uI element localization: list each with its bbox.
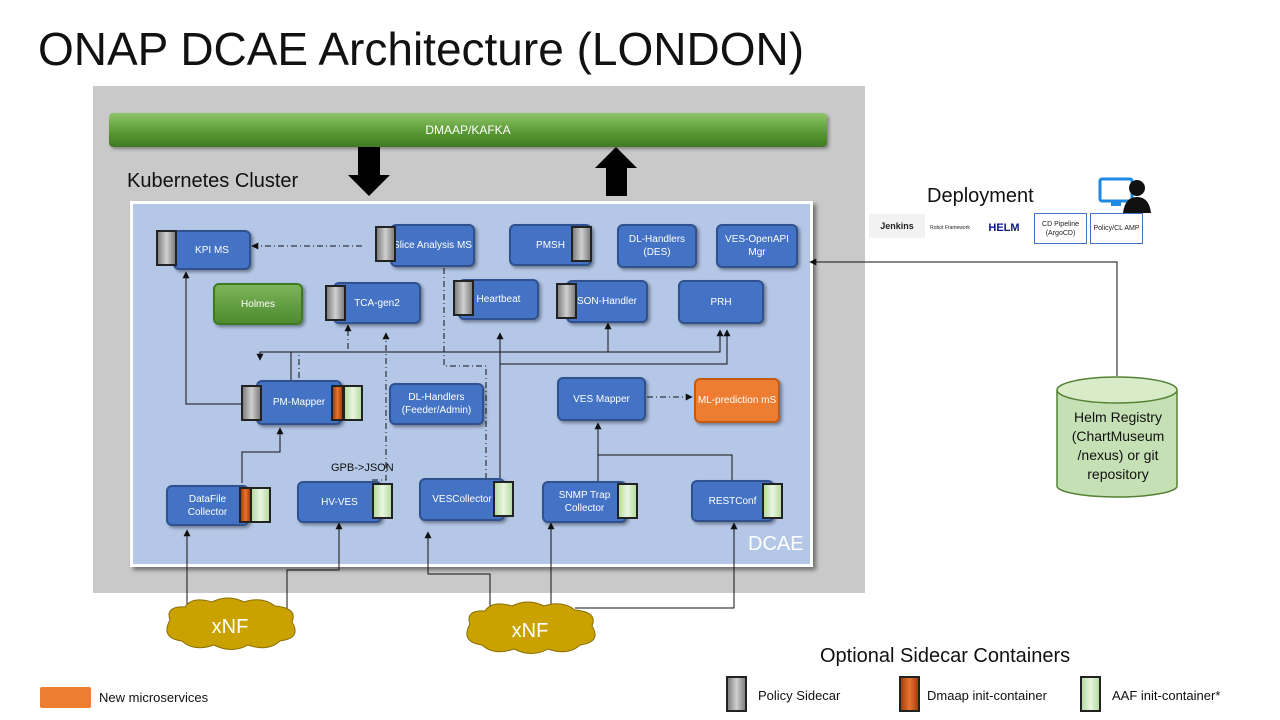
- xnf-right-label: xNF: [511, 620, 549, 642]
- dcae-label: DCAE: [748, 533, 804, 555]
- dl-handlers-des-label: DL-Handlers (DES): [628, 234, 686, 258]
- restconf-box[interactable]: RESTConf: [691, 480, 774, 522]
- restconf-label: RESTConf: [708, 495, 757, 507]
- legend-policy-swatch: [726, 676, 747, 712]
- helm-logo: HELM: [980, 214, 1028, 242]
- hv-ves-box[interactable]: HV-VES: [297, 481, 382, 523]
- holmes-label: Holmes: [241, 298, 275, 310]
- kafka-up-arrow: [595, 147, 637, 196]
- robot-framework-logo: Robot Framework: [930, 214, 970, 242]
- jenkins-label: Jenkins: [880, 220, 914, 231]
- holmes-box[interactable]: Holmes: [213, 283, 303, 325]
- cd-pipeline-label: CD Pipeline (ArgoCD): [1042, 220, 1079, 237]
- policy-sidecar-pm-mapper: [241, 385, 262, 421]
- policy-sidecar-pmsh: [571, 226, 592, 262]
- legend-dmaap-swatch: [899, 676, 920, 712]
- ves-openapi-label: VES-OpenAPI Mgr: [725, 234, 789, 258]
- xnf-left[interactable]: xNF: [165, 605, 295, 650]
- slice-analysis-label: Slice Analysis MS: [393, 240, 472, 251]
- dl-handlers-feeder-label: DL-Handlers (Feeder/Admin): [401, 392, 472, 416]
- son-handler-box[interactable]: SON-Handler: [566, 280, 648, 323]
- legend-policy-label: Policy Sidecar: [758, 688, 841, 703]
- kubernetes-cluster-label: Kubernetes Cluster: [127, 170, 299, 192]
- helm-label: HELM: [988, 221, 1020, 234]
- kafka-down-arrow: [348, 147, 390, 196]
- tca-gen2-box[interactable]: TCA-gen2: [333, 282, 421, 324]
- aaf-init-datafile: [250, 487, 271, 523]
- dl-handlers-feeder-box[interactable]: DL-Handlers (Feeder/Admin): [389, 383, 484, 425]
- prh-box[interactable]: PRH: [678, 280, 764, 324]
- legend-aaf-label: AAF init-container*: [1112, 688, 1221, 703]
- page-title: ONAP DCAE Architecture (LONDON): [38, 23, 805, 75]
- helm-registry-label: Helm Registry (ChartMuseum /nexus) or gi…: [1071, 409, 1165, 482]
- pmsh-label: PMSH: [536, 239, 565, 251]
- policy-sidecar-slice: [375, 226, 396, 262]
- legend-aaf-swatch: [1080, 676, 1101, 712]
- ves-openapi-box[interactable]: VES-OpenAPI Mgr: [716, 224, 798, 268]
- helm-registry-cylinder: [1056, 376, 1178, 498]
- policy-sidecar-kpi: [156, 230, 177, 266]
- ves-mapper-label: VES Mapper: [573, 393, 630, 405]
- ml-prediction-label: ML-prediction mS: [697, 395, 777, 406]
- aaf-init-ves-collector: [493, 481, 514, 517]
- kpi-ms-label: KPI MS: [195, 244, 229, 256]
- hv-ves-label: HV-VES: [321, 496, 358, 508]
- pm-mapper-label: PM-Mapper: [272, 397, 326, 408]
- policy-amp-label: Policy/CL AMP: [1093, 225, 1140, 232]
- snmp-trap-box[interactable]: SNMP Trap Collector: [542, 481, 627, 523]
- gpb-json-label: GPB->JSON: [331, 462, 394, 474]
- ves-mapper-box[interactable]: VES Mapper: [557, 377, 646, 421]
- xnf-cloud-left-shape: [166, 597, 296, 650]
- user-computer-icon: [1098, 177, 1151, 213]
- dmaap-kafka-label: DMAAP/KAFKA: [425, 123, 511, 137]
- ml-prediction-box[interactable]: ML-prediction mS: [694, 378, 780, 423]
- aaf-init-restconf: [762, 483, 783, 519]
- cd-pipeline-box: CD Pipeline (ArgoCD): [1034, 213, 1087, 244]
- xnf-right[interactable]: xNF: [465, 609, 595, 654]
- heartbeat-label: Heartbeat: [476, 294, 521, 305]
- jenkins-logo: Jenkins: [869, 214, 925, 238]
- deployment-label: Deployment: [927, 185, 1034, 207]
- xnf-left-label: xNF: [211, 616, 249, 638]
- snmp-trap-label: SNMP Trap Collector: [558, 490, 611, 514]
- aaf-init-snmp: [617, 483, 638, 519]
- aaf-init-hv-ves: [372, 483, 393, 519]
- dl-handlers-des-box[interactable]: DL-Handlers (DES): [617, 224, 697, 268]
- ves-collector-box[interactable]: VESCollector: [419, 478, 505, 521]
- kpi-ms-box[interactable]: KPI MS: [173, 230, 251, 270]
- xnf-cloud-right-shape: [466, 601, 596, 654]
- ves-collector-label: VESCollector: [432, 494, 492, 505]
- son-handler-label: SON-Handler: [576, 296, 638, 307]
- datafile-collector-label: DataFile Collector: [187, 493, 228, 518]
- pm-mapper-box[interactable]: PM-Mapper: [256, 380, 342, 425]
- policy-sidecar-son: [556, 283, 577, 319]
- tca-gen2-label: TCA-gen2: [354, 297, 400, 309]
- robot-framework-label: Robot Framework: [930, 224, 970, 231]
- prh-label: PRH: [710, 296, 732, 308]
- policy-sidecar-heartbeat: [453, 280, 474, 316]
- aaf-init-pm-mapper: [343, 385, 363, 421]
- dmaap-kafka-bus[interactable]: DMAAP/KAFKA: [109, 113, 827, 147]
- new-ms-swatch: [40, 687, 91, 708]
- datafile-collector-box[interactable]: DataFile Collector: [166, 485, 249, 526]
- optional-sidecar-title: Optional Sidecar Containers: [820, 645, 1071, 667]
- new-ms-legend-label: New microservices: [99, 690, 209, 705]
- policy-amp-box: Policy/CL AMP: [1090, 213, 1143, 244]
- legend-dmaap-label: Dmaap init-container: [927, 688, 1047, 703]
- slice-analysis-box[interactable]: Slice Analysis MS: [390, 224, 475, 267]
- policy-sidecar-tca: [325, 285, 346, 321]
